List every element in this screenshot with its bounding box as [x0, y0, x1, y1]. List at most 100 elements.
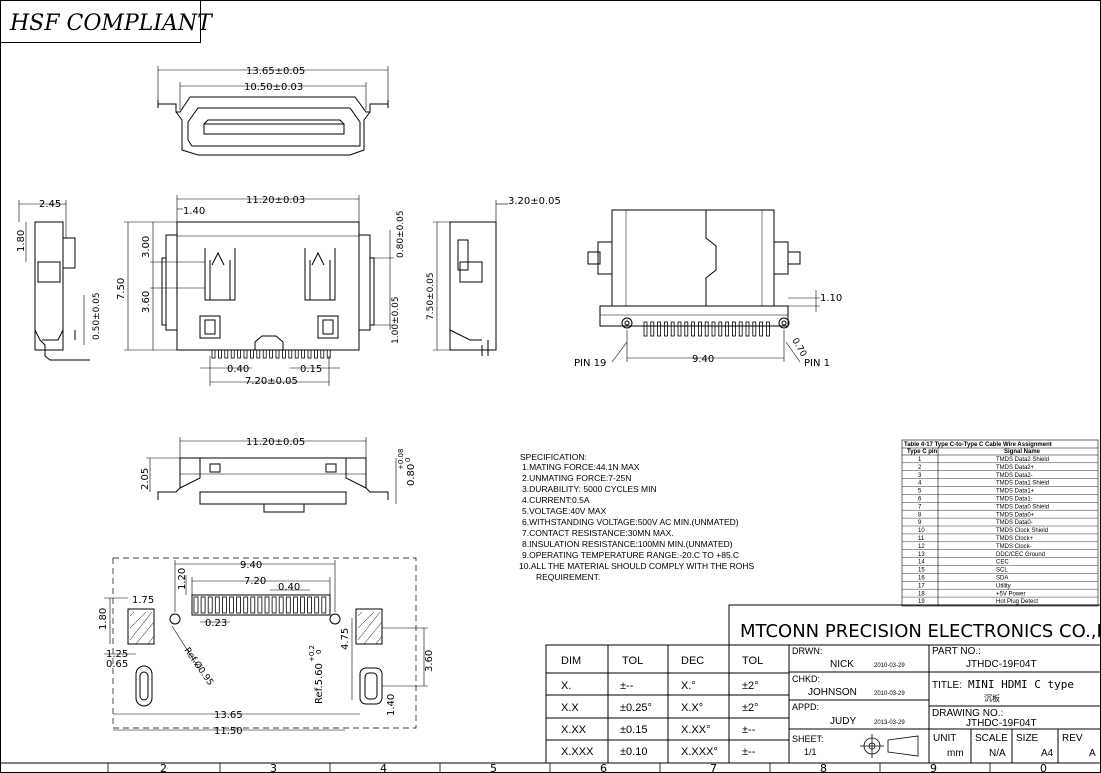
pcb-pad	[300, 596, 305, 614]
pin-number: 16	[918, 576, 925, 582]
dim-1.00: 1.00±0.05	[391, 296, 401, 344]
pin-table	[901, 439, 1099, 607]
appd-date: 2013-03-29	[874, 720, 905, 726]
tol-cell: ±--	[742, 746, 756, 758]
dim-13.65: 13.65±0.05	[246, 66, 305, 77]
spec-item: 3.DURABILITY: 5000 CYCLES MIN	[522, 484, 657, 494]
pin-signal: TMDS Data0 Shield	[996, 504, 1049, 510]
scale-value: N/A	[989, 748, 1006, 759]
pin-number: 7	[918, 504, 922, 510]
dim-0.15: 0.15	[300, 364, 322, 375]
pcb-pad	[221, 596, 227, 614]
dim-7.50-side: 7.50±0.05	[426, 272, 436, 320]
dim-0.80-tol-zero: 0	[404, 458, 412, 462]
pin-table-lines	[902, 462, 1098, 606]
tol-cell: X.XX	[561, 724, 587, 736]
terminal-pin	[288, 349, 293, 359]
size-value: A4	[1041, 748, 1054, 759]
pcb-pad	[200, 596, 206, 614]
terminal-pin	[704, 321, 709, 337]
terminal-pin	[301, 349, 306, 359]
drawno-value: JTHDC-19F04T	[966, 718, 1037, 729]
side-elevation-dims	[146, 437, 397, 504]
pcb-dims	[104, 560, 428, 731]
pcb-pad	[321, 596, 327, 614]
plan-view-pins	[211, 349, 331, 359]
terminal-pin	[249, 349, 254, 359]
chkd-label: CHKD:	[792, 674, 820, 684]
pin-signal: TMDS Data2-	[996, 473, 1033, 479]
pcb-dim-7.20: 7.20	[244, 576, 266, 587]
zone-label: 2	[160, 762, 167, 773]
spec-item: 8.INSULATION RESISTANCE:100MN MIN.(UNMAT…	[522, 539, 733, 549]
tol-cell: ±2°	[742, 680, 759, 692]
pcb-dim-11.50: 11.50	[214, 726, 243, 737]
zone-label: 6	[600, 762, 607, 773]
terminal-pin	[759, 321, 763, 337]
tol-cell: ±--	[620, 680, 634, 692]
dim-0.40: 0.40	[227, 364, 249, 375]
pin-signal: TMDS Data1-	[996, 497, 1033, 503]
terminal-pin	[677, 321, 682, 337]
spec-item: 7.CONTACT RESISTANCE:30MN MAX.	[522, 528, 674, 538]
pin-signal: TMDS Clock Shield	[996, 528, 1048, 534]
pin-signal: TMDS Clock-	[996, 544, 1032, 550]
pin-signal: TMDS Data1 Shield	[996, 481, 1049, 487]
pin-signal: SCL	[996, 568, 1008, 574]
dim-2.45: 2.45	[39, 199, 61, 210]
spec-item: 10.ALL THE MATERIAL SHOULD COMPLY WITH T…	[519, 561, 755, 571]
appd-name: JUDY	[830, 716, 856, 727]
pin-number: 8	[918, 512, 922, 518]
pin-signal: Hot Plug Detect	[996, 599, 1038, 605]
pin-table-caption: Table 4-17 Type C-to-Type C Cable Wire A…	[904, 442, 1052, 448]
terminal-pin	[738, 321, 743, 337]
dim-0.80: 0.80±0.05	[396, 210, 406, 258]
signatures: DRWN: NICK 2010-03-29 CHKD: JOHNSON 2010…	[792, 646, 905, 757]
terminal-pin	[230, 349, 235, 359]
pin-number: 13	[918, 552, 925, 558]
tol-cell: ±0.10	[620, 746, 647, 758]
terminal-pin	[691, 321, 695, 337]
specification: SPECIFICATION: 1.MATING FORCE:44.1N MAX …	[519, 452, 755, 582]
pin-number: 3	[918, 473, 922, 479]
size-label: SIZE	[1016, 733, 1039, 744]
pin-number: 6	[918, 497, 922, 503]
partno-value: JTHDC-19F04T	[966, 659, 1037, 670]
pin-signal: TMDS Clock+	[996, 536, 1034, 542]
dim-7.50: 7.50	[116, 278, 127, 300]
title-sub: 沉板	[984, 693, 1000, 703]
pcb-pad	[193, 596, 199, 614]
tolerance-table: DIM TOL DEC TOL X. ±-- X.° ±2° X.X ±0.25…	[561, 655, 763, 758]
dim-11.20: 11.20±0.03	[246, 195, 305, 206]
chkd-name: JOHNSON	[808, 687, 857, 698]
scale-label: SCALE	[975, 733, 1008, 744]
pcb-pad	[278, 596, 284, 614]
zone-label: 0	[1040, 762, 1047, 773]
pcb-pad	[207, 596, 213, 614]
pcb-pad	[243, 596, 249, 614]
dim-2.05: 2.05	[140, 468, 151, 490]
partno-label: PART NO.:	[932, 646, 981, 657]
pcb-dim-1.40: 1.40	[386, 694, 397, 716]
pin-signal: TMDS Data2+	[996, 465, 1035, 471]
chkd-date: 2010-03-29	[874, 691, 905, 697]
spec-item: REQUIREMENT.	[536, 572, 600, 582]
unit-value: mm	[947, 748, 964, 759]
dim-0.80-side: 0.80	[406, 464, 417, 486]
terminal-pin	[281, 349, 286, 359]
front-view-dims	[157, 66, 389, 110]
terminal-pin	[256, 349, 261, 359]
appd-label: APPD:	[792, 702, 819, 712]
dim-1.10: 1.10	[820, 293, 842, 304]
dim-1.40-top: 1.40	[183, 206, 205, 217]
terminal-pin	[217, 349, 222, 359]
unit-label: UNIT	[933, 733, 956, 744]
pin-number: 14	[918, 560, 925, 566]
pin-1-label: PIN 1	[804, 358, 830, 369]
dim-0.50: 0.50±0.05	[92, 292, 102, 340]
company-name: MTCONN PRECISION ELECTRONICS CO.,LTD	[740, 621, 1101, 642]
pin-number: 12	[918, 544, 925, 550]
hsf-stamp-box	[0, 0, 201, 43]
tol-cell: ±0.25°	[620, 702, 652, 714]
